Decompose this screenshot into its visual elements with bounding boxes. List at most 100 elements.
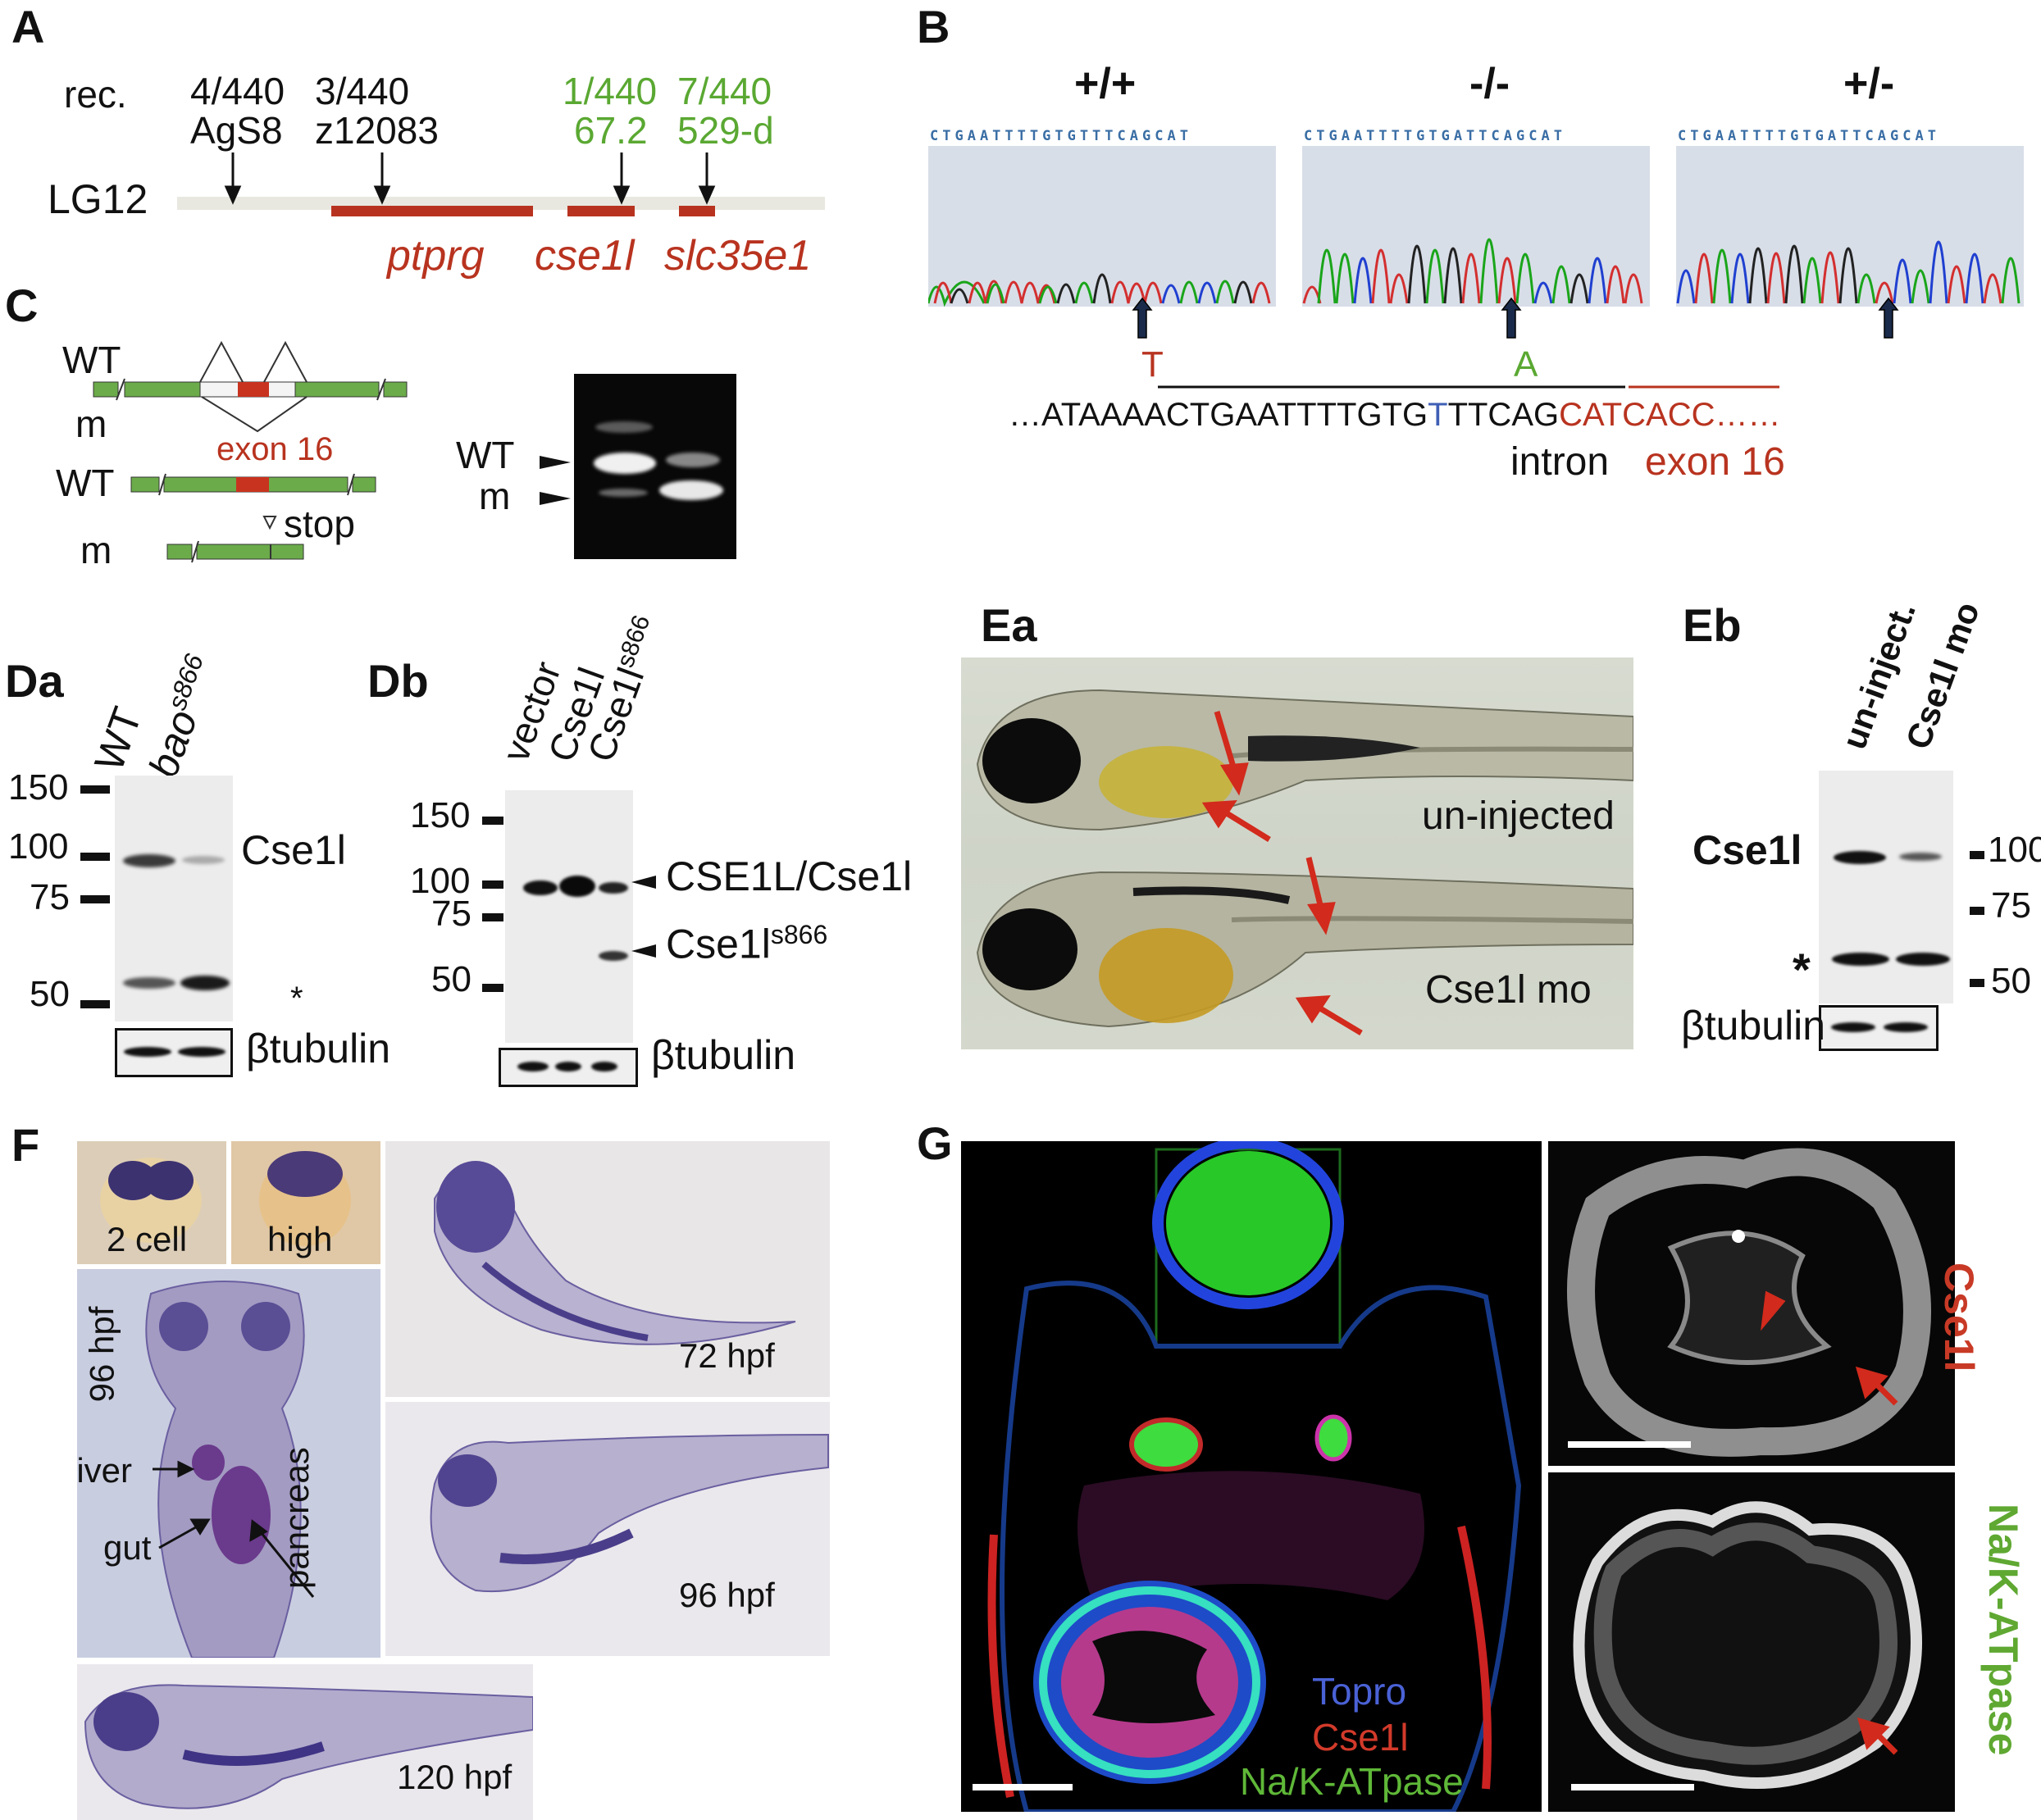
da-band-star-mut	[180, 976, 230, 990]
stop-label: stop	[284, 503, 355, 545]
da-blot	[115, 776, 233, 1021]
panel-b-label: B	[917, 1, 950, 52]
eb-mw-100: 100	[1988, 830, 2041, 870]
da-loading-label: βtubulin	[246, 1026, 391, 1072]
db-band-mut-trunc	[599, 951, 628, 961]
f-high-image: high	[231, 1141, 380, 1264]
g-merged-image: Topro Cse1l Na/K-ATpase	[961, 1141, 1542, 1812]
eb-tubulin-blot	[1819, 1005, 1938, 1051]
f-organ-liver: liver	[77, 1451, 133, 1490]
eb-tub-band-2	[1884, 1022, 1928, 1032]
gel-band-wt-1	[594, 453, 656, 474]
gene-slc35e1: slc35e1	[664, 232, 812, 280]
marker-2-name: z12083	[315, 109, 439, 152]
lower-yolk	[1099, 928, 1233, 1023]
gene-bar-ptprg	[331, 206, 533, 216]
da-tick-50	[80, 1000, 110, 1008]
eb-tick-75	[1970, 907, 1984, 915]
panel-ea-label: Ea	[981, 599, 1037, 651]
gel-arrowheads	[540, 456, 571, 505]
db-band-label-2: Cse1ls866	[666, 920, 827, 968]
eb-band-star-2	[1896, 953, 1950, 966]
f-high-drawing	[259, 1151, 351, 1246]
eb-tick-100	[1970, 851, 1984, 859]
trace-seq-3: CTGAATTTTGTGATTCAGCAT	[1678, 128, 1940, 144]
trace-bg-1	[928, 146, 1276, 307]
f-96hpf-ventral-drawing	[145, 1281, 305, 1658]
ea-larvae-image: un-injected Cse1l mo	[961, 657, 1633, 1049]
panel-f-label: F	[11, 1119, 40, 1171]
ea-label-uninjected: un-injected	[1422, 794, 1615, 838]
splice-diagram	[93, 340, 408, 563]
panel-db-label: Db	[367, 655, 429, 707]
gel-image	[574, 374, 736, 559]
gene-bar-cse1l	[567, 206, 635, 216]
g-cse1l-image	[1548, 1141, 1955, 1466]
eb-band-star-1	[1832, 953, 1889, 966]
eb-tub-band-1	[1831, 1022, 1875, 1032]
panel-eb-label: Eb	[1683, 599, 1742, 651]
gel-band-m-2	[659, 480, 723, 500]
c-row-m-2: m	[80, 529, 112, 571]
gel-label-wt: WT	[456, 434, 515, 476]
c-row-m-1: m	[75, 403, 107, 445]
gene-bar-slc35e1	[679, 206, 715, 216]
panel-a-label: A	[11, 1, 45, 52]
seq-exon: CATCACC……	[1559, 397, 1781, 433]
eb-mw-50: 50	[1991, 961, 2031, 1001]
c-row-wt-1: WT	[62, 339, 121, 381]
upper-yolk	[1099, 746, 1233, 818]
g-scale-bar	[973, 1784, 1073, 1790]
da-mw-150: 150	[8, 767, 69, 808]
da-band-mut	[182, 856, 225, 864]
db-mw-50: 50	[431, 959, 472, 999]
exon16-box	[238, 382, 269, 397]
ea-arrow-2	[1225, 811, 1271, 842]
f-2cell-image: 2 cell	[77, 1141, 226, 1264]
db-band-label-1: CSE1L/Cse1l	[666, 853, 913, 899]
db-tick-100	[482, 880, 503, 889]
gene-cse1l: cse1l	[535, 232, 635, 280]
db-tick-50	[482, 984, 503, 992]
eb-loading-label: βtubulin	[1681, 1003, 1826, 1049]
f-120hpf-drawing	[84, 1684, 533, 1809]
da-tick-75	[80, 895, 110, 903]
seq-mut: T	[1428, 397, 1448, 433]
db-tubulin-blot	[499, 1048, 638, 1087]
db-arrowheads	[631, 876, 656, 958]
db-tub-band-2	[555, 1062, 581, 1072]
eb-mw-75: 75	[1991, 885, 2031, 926]
db-tub-band-1	[517, 1062, 549, 1072]
db-band-mut-full	[599, 882, 628, 894]
f-stage-2cell: 2 cell	[107, 1220, 188, 1258]
da-band-label: Cse1l	[241, 827, 346, 873]
ea-label-mo: Cse1l mo	[1425, 968, 1592, 1012]
db-tick-150	[482, 817, 503, 825]
f-120hpf-image: 120 hpf	[77, 1664, 533, 1820]
gel-band-m-1	[599, 489, 648, 497]
marker-1-name: AgS8	[190, 109, 283, 152]
db-band-label-2-sup: s866	[770, 920, 828, 949]
f-organ-arrows	[153, 1460, 315, 1598]
rec-label: rec.	[64, 73, 127, 116]
f-96hpf-ventral-image: 96 hpf liver gut pancreas	[77, 1269, 380, 1658]
da-tub-band-1	[124, 1047, 171, 1057]
trace-seq-2: CTGAATTTTGTGATTCAGCAT	[1304, 128, 1566, 144]
f-stage-96hpf: 96 hpf	[679, 1576, 775, 1614]
f-96hpf-lateral-drawing	[430, 1433, 829, 1593]
marker-4-name: 529-d	[677, 109, 774, 152]
stop-marker	[262, 516, 277, 530]
da-tick-100	[80, 853, 110, 861]
da-mw-50: 50	[30, 974, 70, 1014]
base-mut: A	[1514, 344, 1538, 384]
trace-arrow-3	[1878, 297, 1899, 339]
eb-band-uninjected	[1834, 851, 1886, 864]
panel-da-label: Da	[5, 655, 64, 707]
chromosome-label: LG12	[48, 176, 148, 222]
exon-label: exon 16	[1645, 440, 1785, 484]
g-merged-drawing	[973, 1141, 1522, 1812]
eb-blot	[1819, 771, 1953, 1003]
linkage-map	[177, 152, 825, 216]
db-loading-label: βtubulin	[651, 1032, 796, 1078]
trace-arrow-2	[1501, 297, 1522, 339]
